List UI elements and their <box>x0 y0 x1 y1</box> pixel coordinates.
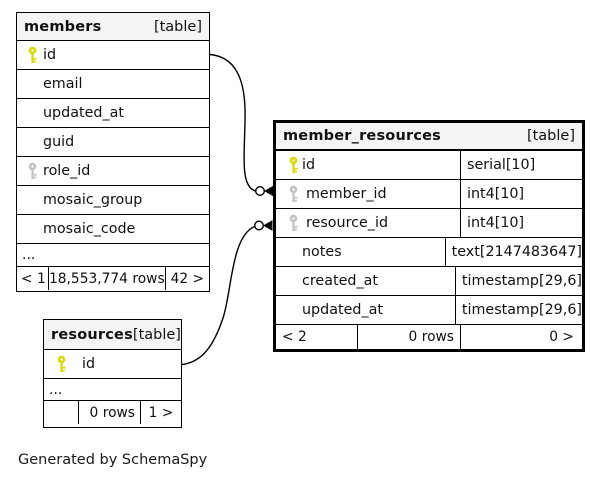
pager-next[interactable]: 42 > <box>170 270 205 287</box>
more-columns-ellipsis: ... <box>17 244 209 267</box>
arrowhead-member-id <box>263 185 274 197</box>
table-resources-header[interactable]: resources [table] <box>44 320 181 350</box>
column-row-email[interactable]: email <box>17 70 209 99</box>
column-name: id <box>302 157 316 173</box>
key-glyph <box>289 214 298 232</box>
column-name-cell: member_id <box>276 180 461 208</box>
foreign-key-icon <box>289 214 298 232</box>
row-count: 0 rows <box>358 325 461 349</box>
column-name: member_id <box>306 186 387 202</box>
column-name: mosaic_code <box>43 221 136 237</box>
pager-next[interactable]: 0 > <box>549 329 574 345</box>
column-row-mosaic-group[interactable]: mosaic_group <box>17 186 209 215</box>
zero-or-one-circle-connector <box>253 220 264 231</box>
table-resources: resources [table] id ... 0 rows 1 > <box>43 319 182 428</box>
column-type: int4[10] <box>467 215 525 231</box>
column-name: guid <box>43 134 75 150</box>
table-tag: [table] <box>153 18 202 35</box>
column-row-notes[interactable]: notes text[2147483647] <box>276 238 582 267</box>
column-row-mosaic-code[interactable]: mosaic_code <box>17 215 209 244</box>
column-type: serial[10] <box>467 157 536 173</box>
column-name: created_at <box>302 273 378 289</box>
foreign-key-icon <box>289 185 298 203</box>
key-glyph <box>289 156 298 174</box>
column-row-resource-id[interactable]: resource_id int4[10] <box>276 209 582 238</box>
generated-by-note: Generated by SchemaSpy <box>18 452 208 468</box>
table-members-footer: < 1 18,553,774 rows 42 > <box>17 267 209 290</box>
table-title: members <box>24 18 102 35</box>
ellipsis-text: ... <box>22 247 36 263</box>
column-name: mosaic_group <box>43 192 143 208</box>
key-glyph <box>28 162 37 180</box>
arrowhead-resource-id <box>262 220 273 231</box>
pager-prev[interactable]: < 1 <box>17 267 49 290</box>
column-row-id[interactable]: id serial[10] <box>276 151 582 180</box>
column-name: updated_at <box>43 105 124 121</box>
relationship-line-members-to-member-resources <box>209 53 256 192</box>
column-name-cell: resource_id <box>276 209 461 237</box>
foreign-key-icon <box>28 162 37 180</box>
zero-or-one-circle-connector <box>254 185 265 196</box>
primary-key-icon <box>289 156 298 174</box>
table-members: members [table] id email updated_at guid <box>16 12 210 292</box>
row-count: 18,553,774 rows <box>49 267 166 290</box>
column-name: updated_at <box>302 302 383 318</box>
column-name: id <box>82 356 96 372</box>
primary-key-icon <box>28 46 37 64</box>
column-row-updated-at[interactable]: updated_at timestamp[29,6] <box>276 296 582 325</box>
row-count: 0 rows <box>79 401 141 424</box>
pager-next[interactable]: 1 > <box>148 404 174 421</box>
column-name-cell: id <box>276 151 461 179</box>
column-row-member-id[interactable]: member_id int4[10] <box>276 180 582 209</box>
column-row-guid[interactable]: guid <box>17 128 209 157</box>
column-type: timestamp[29,6] <box>461 273 582 289</box>
table-members-header[interactable]: members [table] <box>17 13 209 41</box>
column-row-id[interactable]: id <box>44 350 181 379</box>
table-member-resources-header[interactable]: member_resources [table] <box>276 123 582 151</box>
column-row-updated-at[interactable]: updated_at <box>17 99 209 128</box>
column-name: role_id <box>43 163 91 179</box>
more-columns-ellipsis: ... <box>44 379 181 401</box>
column-type: timestamp[29,6] <box>461 302 582 318</box>
table-member-resources: member_resources [table] id serial[10] <box>273 120 585 352</box>
column-type: int4[10] <box>467 186 525 202</box>
column-name-cell: notes <box>276 238 446 266</box>
table-title: member_resources <box>283 128 441 144</box>
pager-prev[interactable]: < 2 <box>276 325 358 349</box>
column-name-cell: created_at <box>276 267 456 295</box>
table-title: resources <box>51 326 133 343</box>
table-member-resources-footer: < 2 0 rows 0 > <box>276 325 582 349</box>
column-name-cell: updated_at <box>276 296 456 324</box>
pager-prev[interactable] <box>44 401 79 424</box>
key-glyph <box>28 46 37 64</box>
column-row-role-id[interactable]: role_id <box>17 157 209 186</box>
column-row-id[interactable]: id <box>17 41 209 70</box>
key-glyph <box>289 185 298 203</box>
table-tag: [table] <box>132 326 181 343</box>
key-glyph <box>57 355 66 373</box>
column-type: text[2147483647] <box>451 244 582 260</box>
column-row-created-at[interactable]: created_at timestamp[29,6] <box>276 267 582 296</box>
column-name: resource_id <box>306 215 389 231</box>
column-name: email <box>43 76 83 92</box>
ellipsis-text: ... <box>49 381 63 398</box>
primary-key-icon <box>57 355 66 373</box>
table-tag: [table] <box>526 128 575 144</box>
column-name: notes <box>302 244 342 260</box>
column-name: id <box>43 47 57 63</box>
table-resources-footer: 0 rows 1 > <box>44 401 181 424</box>
